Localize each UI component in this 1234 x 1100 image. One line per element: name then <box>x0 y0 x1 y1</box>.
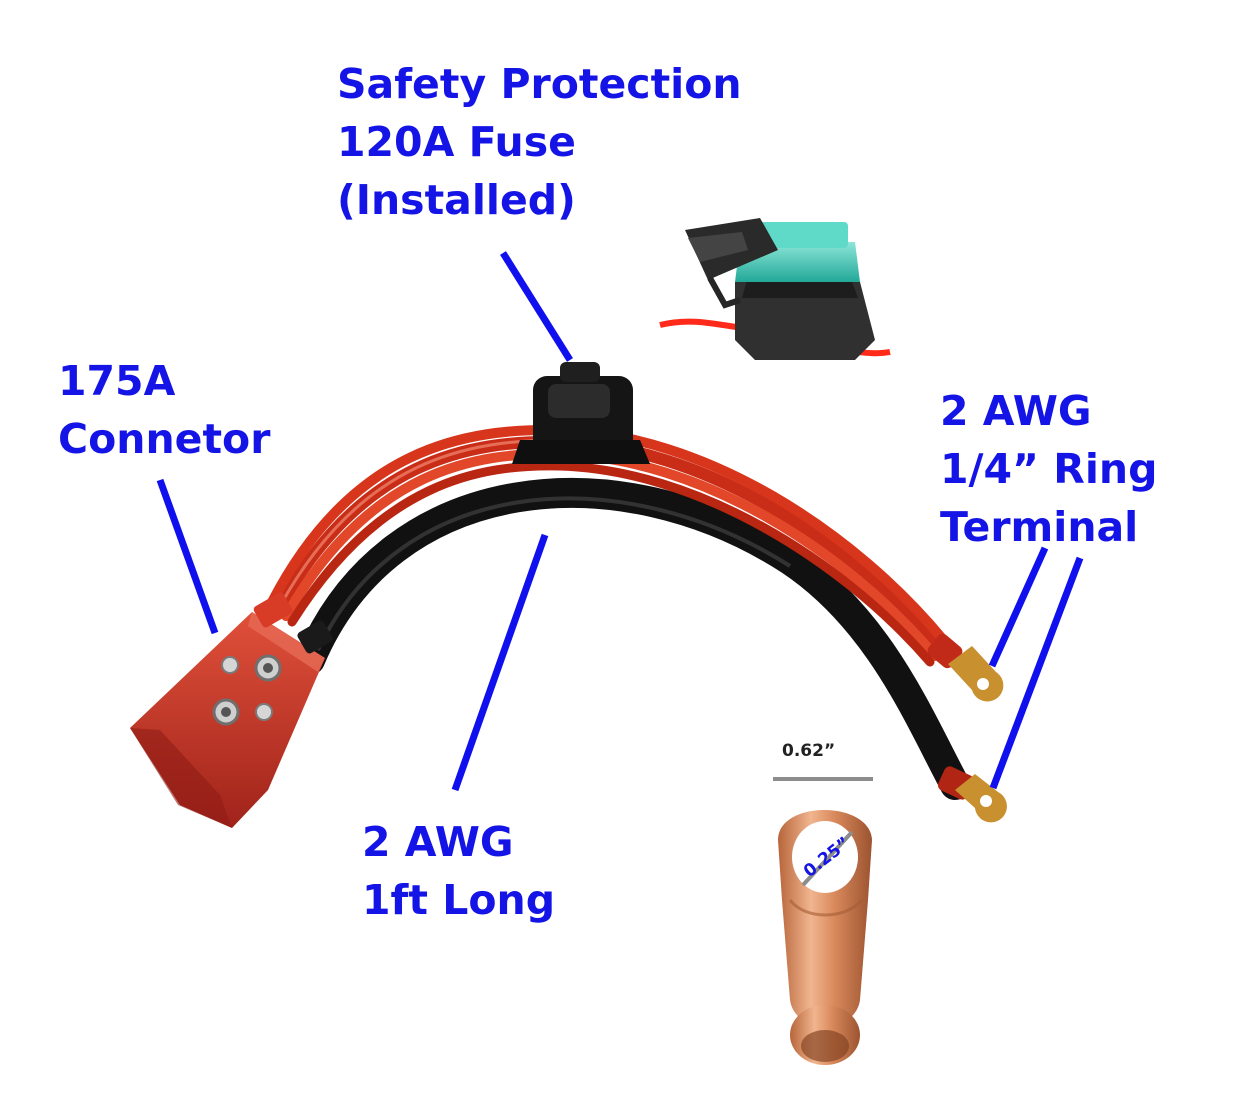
cable-label-line-2: 1ft Long <box>362 876 556 924</box>
ring-terminal-red <box>927 633 1004 702</box>
dimension-lines <box>773 777 873 887</box>
inline-fuse-holder <box>512 362 650 464</box>
copper-ring-terminal-inset <box>778 810 872 1065</box>
connector-label: 175A Connetor <box>58 352 270 468</box>
fuse-label-line-3: (Installed) <box>337 176 576 224</box>
connector-label-line-2: Connetor <box>58 415 271 463</box>
terminal-label-line-3: Terminal <box>940 503 1139 551</box>
terminal-label-line-2: 1/4” Ring <box>940 445 1158 493</box>
cable-label-line-1: 2 AWG <box>362 818 514 866</box>
terminal-label: 2 AWG 1/4” Ring Terminal <box>940 382 1157 556</box>
fuse-label: Safety Protection 120A Fuse (Installed) <box>337 55 742 229</box>
terminal-label-line-1: 2 AWG <box>940 387 1092 435</box>
fuse-label-line-2: 120A Fuse <box>337 118 576 166</box>
connector-label-line-1: 175A <box>58 357 176 405</box>
ring-terminal-black <box>937 766 1007 823</box>
black-cable <box>295 478 970 800</box>
outer-diameter-label: 0.62” <box>782 741 836 761</box>
fuse-inset-image <box>659 218 891 360</box>
fuse-label-line-1: Safety Protection <box>337 60 742 108</box>
connector-175a <box>130 592 333 828</box>
cable-label: 2 AWG 1ft Long <box>362 813 555 929</box>
pointer-lines <box>156 251 1084 792</box>
